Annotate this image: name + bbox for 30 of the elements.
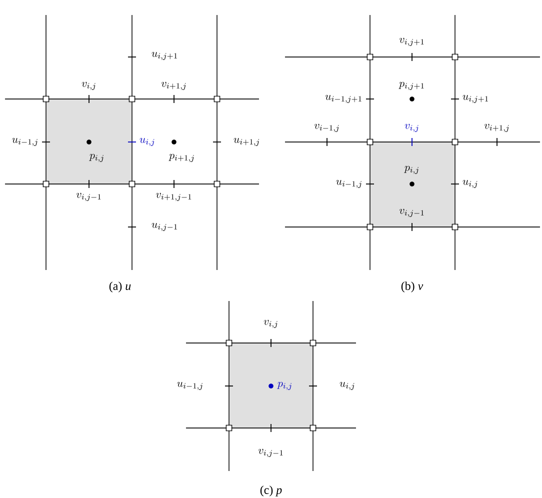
variable-label: $u_{i-1,j}$ bbox=[177, 382, 202, 390]
variable-label: $u_{i,j+1}$ bbox=[462, 94, 488, 103]
variable-label: $v_{i+1,j}$ bbox=[161, 82, 186, 90]
variable-label: $u_{i,j}$ bbox=[340, 382, 354, 390]
variable-label: $v_{i,j+1}$ bbox=[399, 38, 424, 46]
variable-label: $p_{i+1,j}$ bbox=[168, 154, 194, 162]
variable-label: $v_{i,j}$ bbox=[82, 82, 96, 90]
variable-label: $u_{i,j-1}$ bbox=[152, 222, 177, 231]
variable-label: $v_{i,j}$ bbox=[264, 320, 278, 328]
variable-label: $u_{i-1,j}$ bbox=[336, 180, 362, 188]
panel-caption: (a) u bbox=[109, 282, 131, 292]
variable-label: $u_{i-1,j}$ bbox=[12, 138, 38, 146]
panel-caption: (c) p bbox=[260, 486, 282, 496]
variable-label: $p_{i,j+1}$ bbox=[398, 82, 424, 90]
variable-label: $u_{i+1,j}$ bbox=[234, 138, 260, 146]
variable-label: $v_{i,j-1}$ bbox=[399, 208, 424, 217]
variable-label: $p_{i,j}$ bbox=[404, 166, 418, 174]
variable-label: $v_{i-1,j}$ bbox=[314, 124, 339, 132]
panel-caption: (b) v bbox=[401, 282, 424, 292]
variable-label: $v_{i,j-1}$ bbox=[76, 192, 101, 201]
variable-label: $v_{i+1,j}$ bbox=[484, 124, 509, 132]
variable-label: $u_{i,j+1}$ bbox=[152, 52, 177, 60]
variable-label: $p_{i,j}$ bbox=[89, 154, 104, 162]
variable-label: $v_{i,j}$ bbox=[404, 124, 418, 132]
variable-label: $u_{i,j}$ bbox=[462, 180, 478, 188]
variable-label: $v_{i,j-1}$ bbox=[258, 448, 283, 457]
variable-label: $u_{i-1,j+1}$ bbox=[325, 94, 362, 103]
variable-label: $u_{i,j}$ bbox=[140, 138, 154, 146]
variable-label: $p_{i,j}$ bbox=[277, 382, 292, 390]
variable-label: $v_{i+1,j-1}$ bbox=[156, 192, 192, 201]
